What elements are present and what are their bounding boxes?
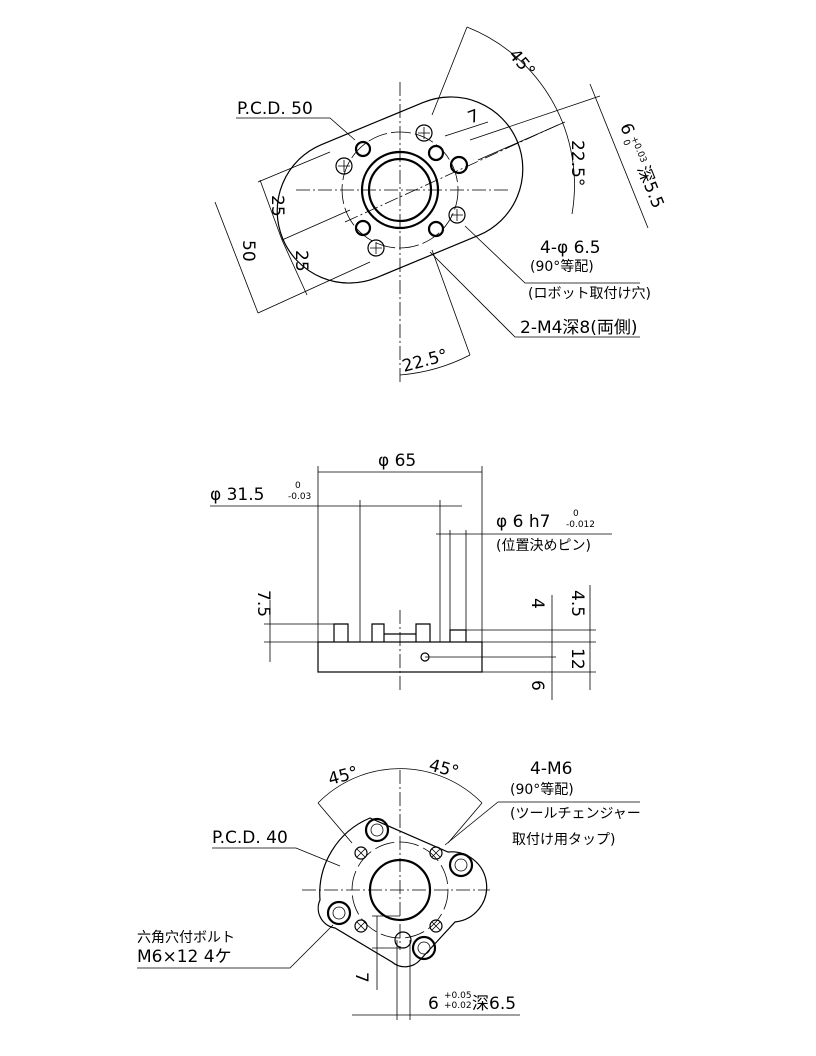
bottom-pin-hole-depth: 深6.5 [472, 994, 516, 1014]
side-dim-4: 4 [527, 598, 547, 609]
side-dim-12: 12 [567, 648, 587, 670]
side-dim-7-5: 7.5 [253, 590, 273, 617]
top-dim-7: 7 [465, 106, 482, 128]
bottom-taps-spacing: (90°等配) [510, 781, 574, 798]
pin-hole-tol-lower: 0 [620, 138, 632, 147]
bottom-angle-45-right: 45° [427, 756, 461, 783]
top-holes-label: 4-φ 6.5 [540, 238, 601, 258]
crossed-holes [335, 124, 466, 257]
top-angle-22-5-bottom: 22.5° [400, 346, 450, 377]
top-dim-25-b: 25 [291, 250, 311, 272]
side-dia-31-5-tol-lower: -0.03 [288, 492, 311, 502]
bottom-pcd-label: P.C.D. 40 [212, 828, 288, 848]
bottom-dim-7: 7 [351, 972, 371, 983]
top-holes-spacing: (90°等配) [530, 258, 594, 275]
bottom-pin-hole-size: 6 [428, 994, 439, 1014]
bottom-pin-hole-tol-lower: +0.02 [444, 1001, 472, 1011]
side-dim-4-5: 4.5 [567, 590, 587, 617]
tap-holes [354, 846, 443, 933]
bottom-flange-outline [317, 817, 488, 968]
bottom-angle-45-left: 45° [326, 763, 360, 790]
side-dia-65: φ 65 [378, 451, 416, 471]
bolt-label-1: 六角穴付ボルト [137, 930, 235, 946]
side-pin-tol-lower: -0.012 [566, 520, 595, 530]
top-holes-note: (ロボット取付け穴) [528, 286, 651, 302]
plain-holes [354, 140, 469, 238]
side-view: φ 65 φ 31.5 0 -0.03 φ 6 h7 0 -0.012 (位置決… [210, 451, 612, 700]
side-pin-tol-upper: 0 [573, 509, 579, 519]
bottom-view: 45° 45° 4-M6 (90°等配) (ツールチェンジャー 取付け用タップ)… [137, 756, 641, 1020]
side-dia-31-5-tol-upper: 0 [295, 481, 301, 491]
bolt-label-2: M6×12 4ケ [137, 947, 232, 967]
bolt-heads [326, 817, 474, 961]
pin-hole-depth: 深5.5 [633, 163, 668, 211]
top-view: P.C.D. 50 45° 7 22.5° 6 +0.03 0 深5.5 25 … [214, 26, 668, 385]
pin-hole-tol-upper: +0.03 [628, 135, 648, 164]
top-dim-25-a: 25 [267, 195, 287, 217]
top-tap-label: 2-M4深8(両側) [520, 318, 638, 338]
top-pin-hole-dim: 6 +0.03 0 深5.5 [615, 120, 668, 211]
bottom-taps-note-2: 取付け用タップ) [512, 832, 615, 848]
side-dim-6: 6 [527, 680, 547, 691]
side-dia-31-5: φ 31.5 [210, 485, 264, 505]
bottom-taps-label: 4-M6 [530, 759, 572, 779]
bottom-taps-note-1: (ツールチェンジャー [510, 806, 641, 822]
top-dim-50: 50 [238, 240, 258, 262]
top-angle-22-5-right: 22.5° [567, 140, 587, 186]
top-pcd-label: P.C.D. 50 [237, 99, 313, 119]
top-angle-45: 45° [504, 45, 539, 81]
bottom-pin-hole-tol-upper: +0.05 [444, 991, 472, 1001]
side-pin-label: φ 6 h7 [496, 512, 550, 532]
side-pin-note: (位置決めピン) [496, 538, 591, 554]
flange-outline [276, 96, 524, 284]
